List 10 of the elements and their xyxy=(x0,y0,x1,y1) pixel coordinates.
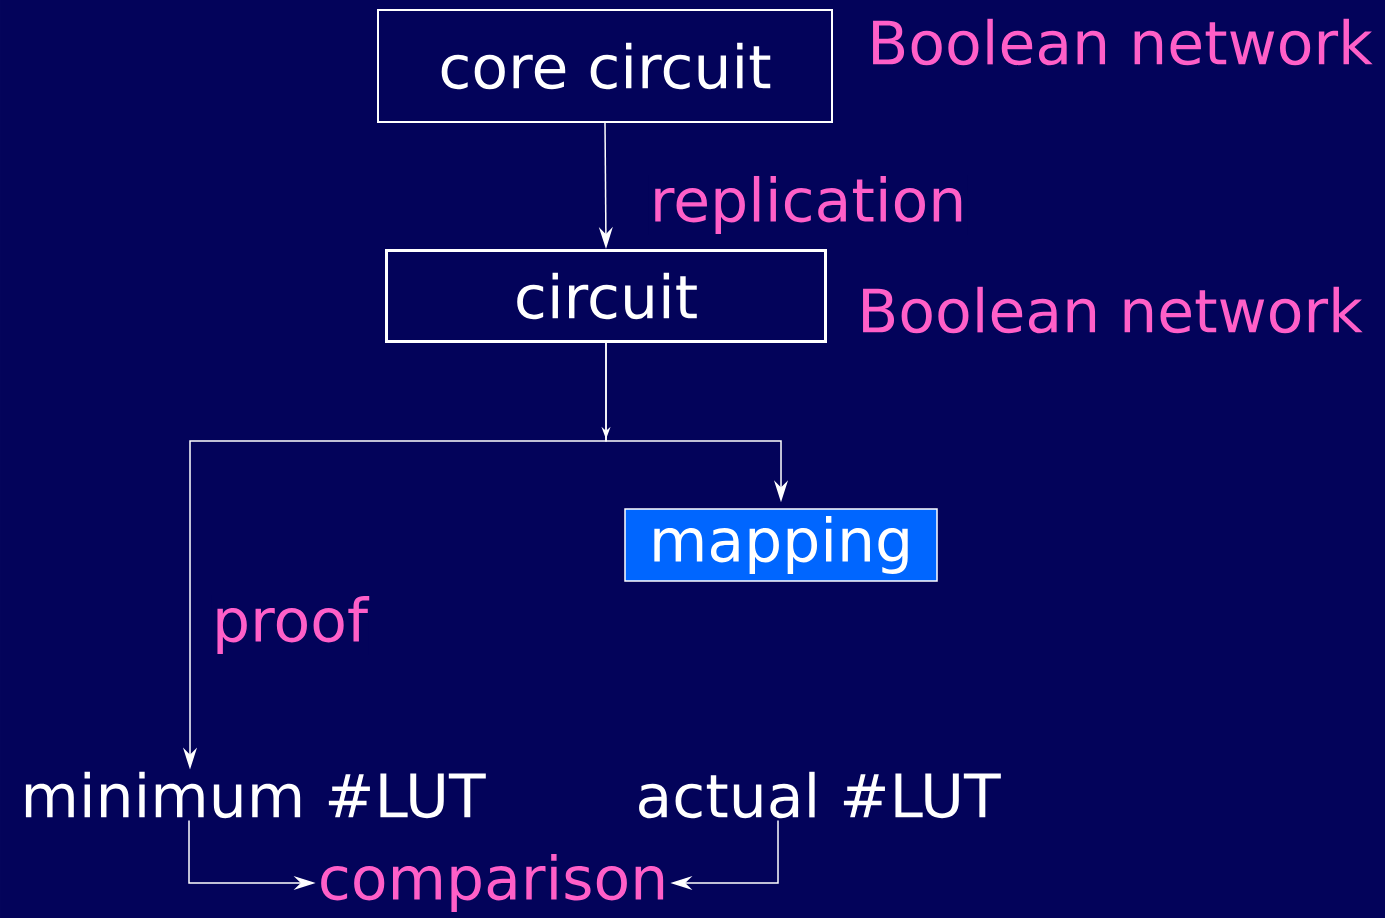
annotation-text: Boolean network xyxy=(873,18,1373,66)
result-text: comparison xyxy=(321,853,664,913)
process-box: circuit xyxy=(385,249,827,343)
process-box: core circuit xyxy=(377,9,833,123)
edge-label: proof xyxy=(217,595,370,655)
quantity-text: minimum #LUT xyxy=(25,771,486,819)
quantity-text: actual #LUT xyxy=(639,771,1001,819)
annotation-text: Boolean network xyxy=(863,286,1363,334)
process-box: mapping xyxy=(624,508,938,582)
edge-label: replication xyxy=(655,175,962,235)
